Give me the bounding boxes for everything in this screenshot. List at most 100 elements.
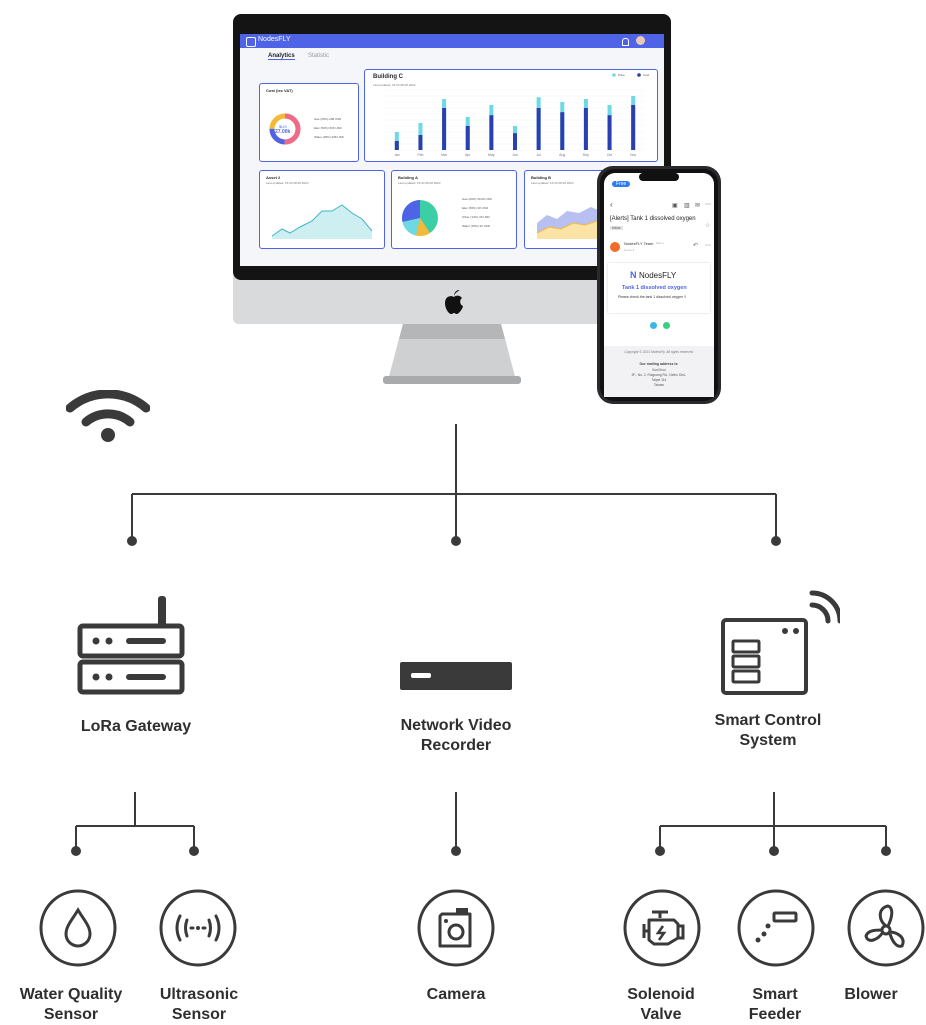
social-icon-1[interactable]	[650, 322, 657, 329]
mail-icon[interactable]: ✉	[695, 203, 701, 209]
asset-card-subtitle: Last updated: 15:33 08 08 2020	[266, 181, 309, 185]
ultrasonic-label: Ultrasonic Sensor	[128, 985, 270, 1025]
building-a-legend-3: Other (14%) 30 USD	[462, 215, 490, 219]
mailing-title: Our mailing address is:	[639, 362, 679, 366]
building-b-title: Building B	[531, 175, 551, 180]
dashboard-header: NodesFLY	[240, 34, 664, 48]
router-icon	[76, 592, 186, 698]
sender-more-icon[interactable]: ⋯	[705, 243, 711, 249]
bar-cost	[442, 108, 447, 150]
to-me[interactable]: to me ∨	[624, 248, 635, 252]
blower-fan-icon	[846, 888, 926, 968]
bar-cost	[394, 141, 399, 150]
asset-card-title: Asset 2	[266, 175, 281, 180]
legend-cost: Cost	[643, 73, 650, 77]
cost-card: Cost (lex VAT) $US 27.00k Gas (25%) 268 …	[259, 83, 359, 162]
dashboard-screen: NodesFLY Analytics Statistic Cost (lex V…	[240, 34, 664, 266]
building-a-legend-4: Water (15%) 30 USD	[462, 224, 491, 228]
building-a-legend-2: Elec (50%) 30 USD	[462, 206, 489, 210]
smart-control-label: Smart Control System	[688, 711, 848, 751]
solenoid-valve-icon	[622, 888, 702, 968]
bar-cost	[583, 108, 588, 150]
address-line-3: Taipei 114	[651, 378, 667, 382]
water-quality-text-line-1: Water Quality	[19, 986, 123, 1003]
brand-logo-icon: N	[630, 270, 637, 280]
main-chart-subtitle: Last updated: 15:33 08 08 2020	[373, 83, 416, 87]
ultrasonic-text-line-1: Ultrasonic	[159, 986, 239, 1003]
phone-screen: Free ‹ ▣ ▥ ✉ ⋯ [Alerts] Tank 1 dissolved…	[604, 180, 714, 396]
bar-cost	[489, 115, 494, 150]
x-tick-label: May	[488, 153, 495, 157]
lora-gateway-label: LoRa Gateway	[56, 717, 216, 737]
camera-text: Camera	[426, 986, 486, 1003]
building-b-card: Building B Last updated: 15:33 08 08 202…	[524, 170, 650, 249]
bell-icon[interactable]	[622, 38, 629, 46]
address-line-1: SonChun	[652, 368, 666, 372]
feeder-text-line-1: Smart	[752, 986, 798, 1003]
wifi-icon	[66, 390, 150, 442]
tab-analytics[interactable]: Analytics	[268, 53, 295, 60]
status-badge: Free	[612, 181, 631, 187]
email-card: N NodesFLY Tank 1 dissolved oxygen Pleas…	[608, 263, 710, 313]
reply-icon[interactable]: ↶	[693, 243, 699, 249]
alert-body: Please check the tank 1 dissolved oxygen…	[618, 295, 686, 299]
blower-label: Blower	[816, 985, 926, 1005]
bar-cost	[513, 133, 517, 150]
solenoid-valve-label: Solenoid Valve	[590, 985, 732, 1025]
more-icon[interactable]: ⋯	[705, 202, 711, 208]
bar-cost	[607, 115, 612, 150]
x-tick-label: Jun	[512, 153, 518, 157]
x-tick-label: Jul	[536, 153, 541, 157]
avatar[interactable]	[636, 36, 645, 45]
asset-card: Asset 2 Last updated: 15:33 08 08 2020	[259, 170, 385, 249]
nvr-text-line-1: Network Video	[400, 717, 512, 734]
tab-statistic[interactable]: Statistic	[308, 53, 330, 59]
x-tick-label: Sep	[583, 153, 589, 157]
asset-line-chart	[271, 204, 373, 239]
feeder-text-line-2: Feeder	[748, 1006, 802, 1023]
building-a-pie	[402, 200, 438, 236]
logo-icon	[246, 37, 256, 47]
blower-text: Blower	[844, 986, 898, 1003]
nvr-text-line-2: Recorder	[420, 737, 492, 754]
ultrasonic-icon	[158, 888, 238, 968]
bar-cost	[418, 135, 423, 150]
bar-cost	[465, 126, 470, 150]
archive-icon[interactable]: ▣	[672, 203, 678, 209]
social-icon-2[interactable]	[663, 322, 670, 329]
x-tick-label: Mar	[441, 153, 448, 157]
sender-time: Sun 1	[656, 241, 664, 245]
water-quality-text-line-2: Sensor	[43, 1006, 99, 1023]
main-chart-title: Building C	[373, 74, 403, 80]
cost-card-title: Cost (lex VAT)	[266, 88, 293, 93]
smart-control-text-line-1: Smart Control	[714, 712, 822, 729]
x-tick-label: Oct	[607, 153, 612, 157]
x-tick-label: Jan	[394, 153, 400, 157]
bar-cost	[560, 112, 565, 150]
trash-icon[interactable]: ▥	[684, 203, 690, 209]
x-tick-label: Aug	[559, 153, 565, 157]
apple-logo-icon	[443, 290, 465, 314]
x-tick-label: Feb	[417, 153, 423, 157]
building-a-subtitle: Last updated: 15:33 08 08 2020	[398, 181, 441, 185]
address-line-2: 3F., No. 2, Ruiguang Rd., Neihu Dist.,	[631, 373, 687, 377]
smart-control-icon	[720, 587, 840, 697]
nvr-icon	[399, 661, 513, 691]
sender-name: NodesFLY Team	[624, 241, 654, 246]
building-a-card: Building A Last updated: 15:33 08 08 202…	[391, 170, 517, 249]
sender-avatar	[610, 242, 620, 252]
bar-cost	[536, 108, 541, 150]
ultrasonic-text-line-2: Sensor	[171, 1006, 227, 1023]
alert-title: Tank 1 dissolved oxygen	[622, 285, 687, 291]
back-icon[interactable]: ‹	[610, 200, 613, 209]
cost-legend-1: Gas (25%) 268 USD	[314, 117, 342, 121]
water-quality-label: Water Quality Sensor	[0, 985, 142, 1025]
x-tick-label: Apr	[465, 153, 471, 157]
star-icon[interactable]: ☆	[705, 223, 711, 229]
building-b-subtitle: Last updated: 15:33 08 08 2020	[531, 181, 574, 185]
bar-cost	[631, 105, 636, 150]
legend-price-dot	[612, 73, 616, 77]
legend-cost-dot	[637, 73, 641, 77]
